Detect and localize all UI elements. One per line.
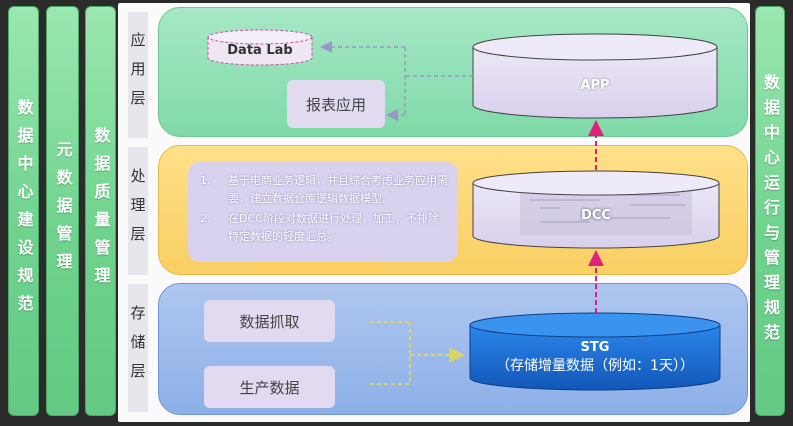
layer-label-storage-text: 存储层 bbox=[128, 304, 147, 392]
dcc-label: DCC bbox=[581, 207, 611, 223]
side-bar-construction-spec: 数据中心建设规范 bbox=[8, 6, 39, 416]
process-item-number: 2. bbox=[200, 212, 211, 225]
side-bar-operation-spec-text: 数据中心运行与管理规范 bbox=[761, 73, 780, 349]
process-item-text: 基于电商业务逻辑，并且综合考虑业务应用需要，建立数据仓库逻辑数据模型。 bbox=[228, 174, 448, 205]
process-item: 2. 在DCC阶段对数据进行处理，加工，不排除特定数据的轻度汇总。 bbox=[200, 210, 448, 246]
production-data-label: 生产数据 bbox=[239, 378, 300, 397]
side-bar-quality-management: 数据质量管理 bbox=[85, 6, 116, 416]
app-label: APP bbox=[580, 77, 610, 93]
stg-text-group: STG （存储增量数据（例如：1天）） bbox=[470, 340, 720, 376]
data-crawl-label: 数据抓取 bbox=[239, 312, 300, 331]
app-cylinder bbox=[472, 33, 718, 119]
datalab-cylinder bbox=[207, 29, 313, 66]
stg-title: STG bbox=[580, 340, 610, 355]
side-bar-metadata-management-text: 元数据管理 bbox=[53, 141, 73, 281]
stg-cylinder bbox=[469, 312, 721, 391]
layer-label-process: 处理层 bbox=[128, 147, 148, 275]
side-bar-operation-spec: 数据中心运行与管理规范 bbox=[755, 6, 785, 416]
process-item: 1. 基于电商业务逻辑，并且综合考虑业务应用需要，建立数据仓库逻辑数据模型。 bbox=[200, 172, 448, 208]
layer-label-process-text: 处理层 bbox=[128, 167, 147, 255]
process-description-box: 1. 基于电商业务逻辑，并且综合考虑业务应用需要，建立数据仓库逻辑数据模型。 2… bbox=[188, 162, 458, 262]
process-item-number: 1. bbox=[200, 174, 211, 187]
stg-subtitle: （存储增量数据（例如：1天）） bbox=[496, 358, 694, 374]
layer-label-app-text: 应用层 bbox=[128, 31, 147, 119]
dcc-cylinder bbox=[472, 170, 720, 249]
side-bar-construction-spec-text: 数据中心建设规范 bbox=[14, 99, 34, 323]
arrow-sources-to-stg bbox=[370, 321, 465, 385]
production-data-box: 生产数据 bbox=[204, 366, 335, 408]
data-crawl-box: 数据抓取 bbox=[204, 300, 335, 342]
datalab-label: Data Lab bbox=[227, 42, 293, 58]
layer-label-storage: 存储层 bbox=[128, 284, 148, 412]
process-item-text: 在DCC阶段对数据进行处理，加工，不排除特定数据的轻度汇总。 bbox=[228, 212, 439, 243]
report-app-label: 报表应用 bbox=[305, 95, 366, 114]
report-app-box: 报表应用 bbox=[287, 80, 385, 128]
side-bar-metadata-management: 元数据管理 bbox=[46, 6, 79, 416]
arrow-app-to-apps bbox=[320, 41, 473, 121]
side-bar-quality-management-text: 数据质量管理 bbox=[91, 127, 111, 295]
layer-label-app: 应用层 bbox=[128, 12, 148, 138]
